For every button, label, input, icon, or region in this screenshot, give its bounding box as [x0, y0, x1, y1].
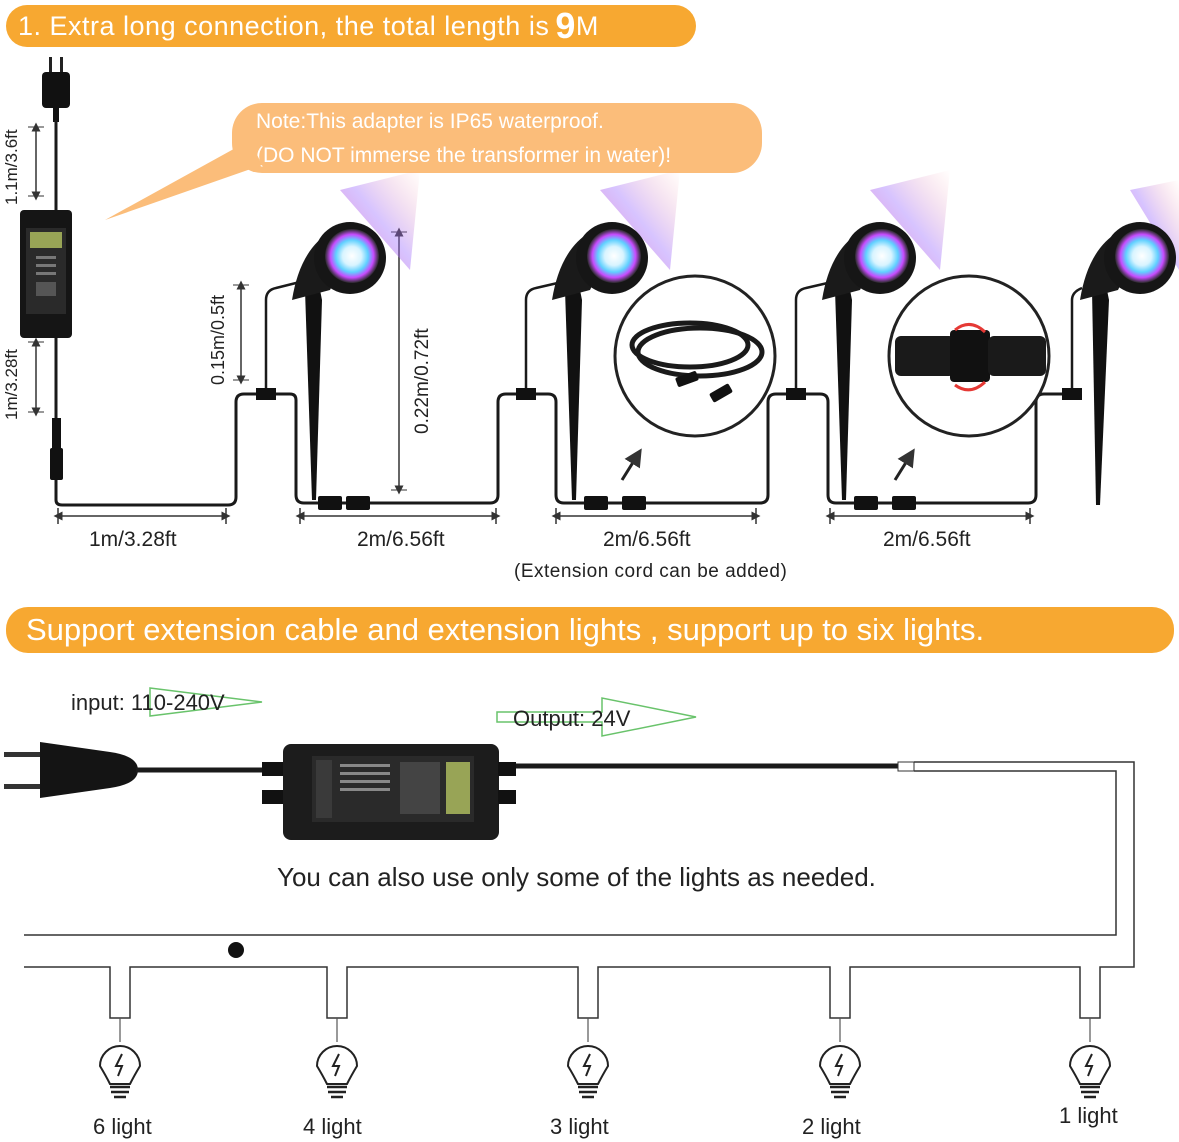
- distribution-outline: [24, 761, 1135, 1019]
- plug-icon: [4, 742, 138, 798]
- waterproof-connector-icon: [887, 274, 1051, 438]
- segment-label: 2m/6.56ft: [357, 528, 445, 551]
- light-height: 0.22m/0.72ft: [412, 328, 433, 434]
- connector: [50, 448, 63, 480]
- spotlight-icon: [292, 170, 420, 500]
- note-line-2: (DO NOT immerse the transformer in water…: [256, 144, 672, 167]
- bulb-label: 4 light: [303, 1114, 362, 1139]
- bulb-icon: [98, 1045, 142, 1099]
- spotlight-icon: [822, 170, 950, 500]
- note-bubble-tail: [105, 140, 262, 220]
- top-banner-text: 1. Extra long connection, the total leng…: [18, 10, 550, 41]
- light-lead-length: 0.15m/0.5ft: [208, 294, 228, 385]
- bulb-icon: [315, 1045, 359, 1099]
- note-bubble: Note:This adapter is IP65 waterproof. (D…: [232, 103, 762, 173]
- extension-cable-icon: [613, 274, 777, 438]
- adapter-cord-length: 1m/3.28ft: [2, 349, 21, 420]
- bulb-label: 1 light: [1059, 1103, 1118, 1128]
- plug-cord-length: 1.1m/3.6ft: [2, 129, 21, 205]
- bulb-label: 2 light: [802, 1114, 861, 1139]
- t-connector: [516, 280, 563, 400]
- adapter-icon: [20, 210, 72, 338]
- extension-caption: (Extension cord can be added): [514, 561, 788, 582]
- usage-message: You can also use only some of the lights…: [277, 862, 876, 892]
- total-length-number: 9: [555, 5, 576, 46]
- input-arrow: [149, 687, 263, 717]
- t-connector: [256, 280, 301, 400]
- bottom-banner: Support extension cable and extension li…: [6, 607, 1174, 653]
- inline-connector: [346, 496, 370, 510]
- inline-connector: [318, 496, 342, 510]
- connector: [52, 418, 61, 448]
- bulb-icon: [566, 1045, 610, 1099]
- t-connector: [1062, 286, 1083, 400]
- bottom-banner-text: Support extension cable and extension li…: [26, 612, 985, 647]
- bulb-label: 3 light: [550, 1114, 609, 1139]
- total-length-unit: M: [575, 10, 599, 41]
- plug-icon: [42, 57, 70, 122]
- cord-end: [897, 761, 915, 772]
- inline-connector: [854, 496, 878, 510]
- note-line-1: Note:This adapter is IP65 waterproof.: [256, 110, 604, 133]
- output-arrow: [496, 697, 697, 737]
- bulb-icon: [818, 1045, 862, 1099]
- bulb-label: 6 light: [93, 1114, 152, 1139]
- output-voltage-label: Output: 24V: [513, 706, 631, 731]
- spotlight-icon: [552, 170, 680, 500]
- segment-label: 2m/6.56ft: [603, 528, 691, 551]
- dot-marker: [228, 942, 244, 958]
- main-cable: [54, 392, 268, 507]
- bulb-icon: [1068, 1045, 1112, 1099]
- adapter-icon: [262, 744, 516, 840]
- inline-connector: [892, 496, 916, 510]
- segment-label: 1m/3.28ft: [89, 528, 177, 551]
- input-voltage-label: input: 110-240V: [71, 690, 225, 715]
- segment-label: 2m/6.56ft: [883, 528, 971, 551]
- top-banner: 1. Extra long connection, the total leng…: [6, 5, 696, 47]
- inline-connector: [584, 496, 608, 510]
- inline-connector: [622, 496, 646, 510]
- t-connector: [786, 280, 833, 400]
- spotlight-icon: [1080, 180, 1179, 505]
